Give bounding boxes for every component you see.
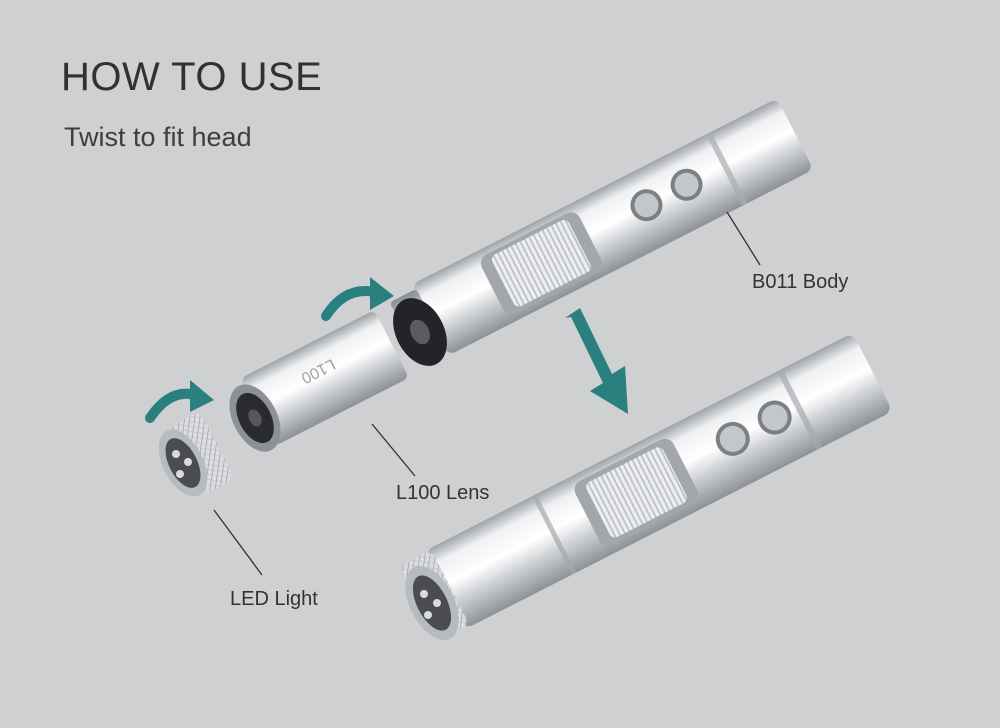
- callout-led-label: LED Light: [230, 588, 318, 610]
- body-button-1: [630, 189, 663, 222]
- body-button-2: [670, 168, 703, 201]
- assembled-microscope: [401, 335, 890, 639]
- l100-lens: L100: [242, 312, 407, 444]
- twist-arrow-icon: [321, 277, 394, 321]
- twist-arrow-icon: [145, 380, 214, 423]
- b011-body: [390, 100, 811, 362]
- page-title: HOW TO USE: [61, 55, 323, 99]
- body-leader-line: [726, 211, 761, 266]
- led-leader-line: [213, 509, 263, 576]
- callout-lens-label: L100 Lens: [396, 482, 490, 504]
- assembled-led-face: [405, 565, 459, 641]
- down-arrow-icon: [565, 308, 628, 414]
- page-subtitle: Twist to fit head: [64, 122, 252, 152]
- callout-body-label: B011 Body: [752, 271, 849, 293]
- lens-leader-line: [371, 423, 416, 477]
- body-connector-face: [393, 298, 447, 366]
- lens-front-face: [229, 384, 281, 452]
- led-light-cap: [158, 414, 232, 497]
